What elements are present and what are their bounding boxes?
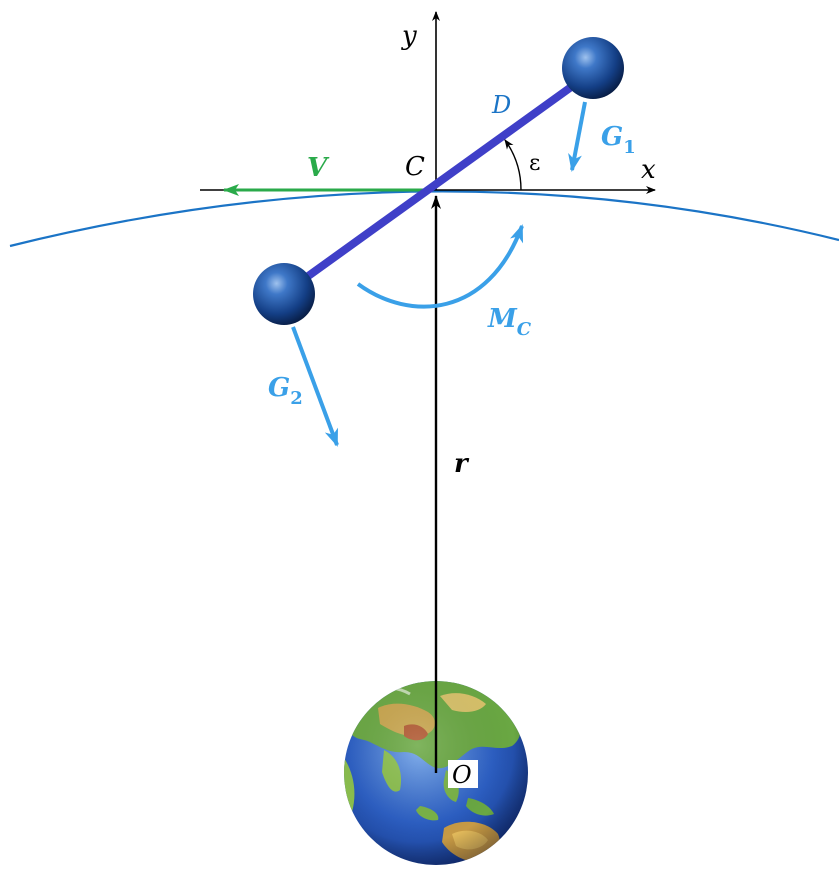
origin-label-box [448, 760, 478, 788]
y-axis-label: y [401, 21, 417, 51]
moment-label: MC [487, 304, 532, 340]
origin-label: O [452, 761, 472, 789]
angle-arc [504, 139, 522, 191]
rod [282, 68, 596, 296]
center-label: C [405, 152, 425, 182]
gravity-1-sub: 1 [623, 137, 636, 158]
moment-sub: C [517, 319, 532, 340]
gravity-2-vector [291, 326, 339, 447]
mass-1-sphere-icon [562, 37, 624, 99]
angle-label: ε [529, 151, 540, 176]
gravity-1-main: G [601, 122, 623, 152]
moment-main: M [487, 304, 518, 334]
mass-2-sphere-icon [253, 263, 315, 325]
gravity-1-label: G1 [601, 122, 636, 158]
moment-arc [356, 224, 524, 309]
gravity-2-main: G [268, 373, 290, 403]
gravity-2-label: G2 [268, 373, 303, 409]
x-axis-label: x [641, 155, 656, 185]
gravity-2-sub: 2 [290, 388, 303, 409]
rod-label: D [491, 91, 511, 119]
gravity-1-vector [568, 101, 587, 172]
velocity-label: V [307, 153, 330, 183]
orbit-arc [9, 190, 839, 248]
radius-label: r [454, 449, 470, 479]
